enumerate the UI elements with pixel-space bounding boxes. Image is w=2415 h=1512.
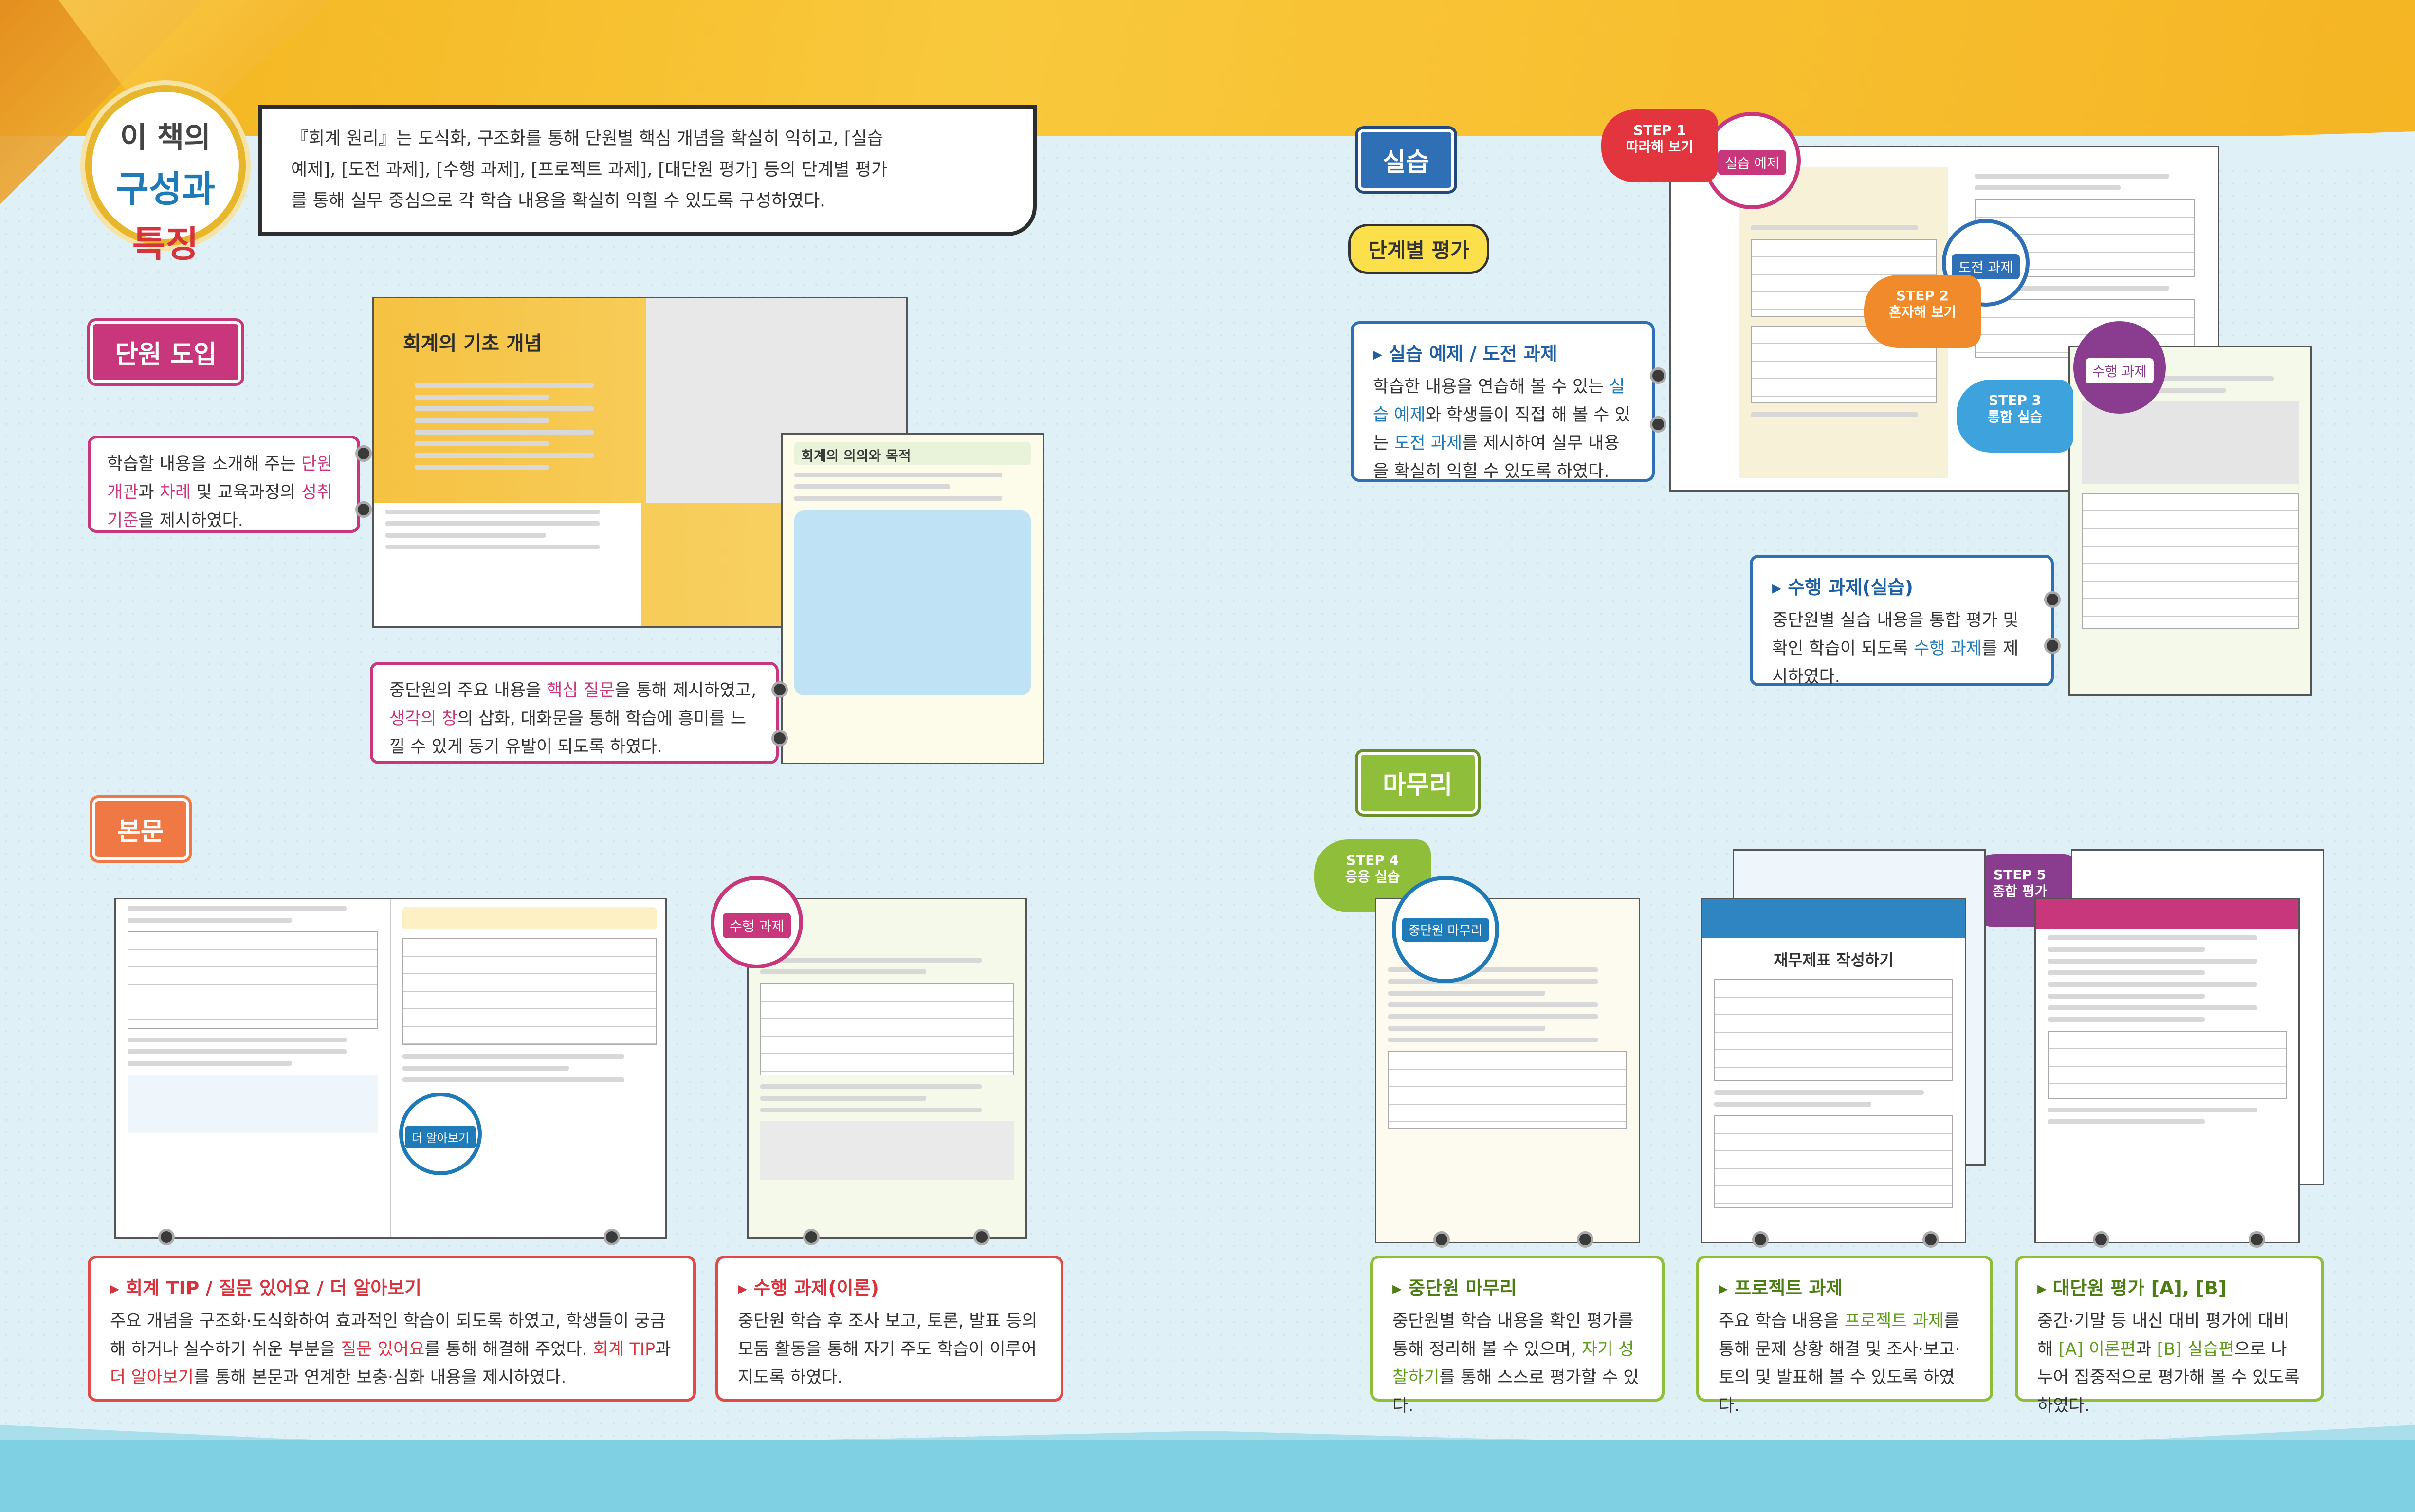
binder-ring (771, 730, 788, 747)
finish-desc-1: ▸ 중단원 마무리 중단원별 학습 내용을 확인 평가를 통해 정리해 볼 수 … (1370, 1256, 1665, 1416)
section-label-unit-intro: 단원 도입 (90, 321, 242, 383)
body-desc-1: ▸ 회계 TIP / 질문 있어요 / 더 알아보기 주요 개념을 구조화·도식… (88, 1256, 696, 1402)
binder-ring (1577, 1231, 1593, 1248)
intro-line: 예제], [도전 과제], [수행 과제], [프로젝트 과제], [대단원 평… (291, 160, 888, 180)
binder-ring (2093, 1231, 2109, 1248)
section-label-practice: 실습 (1358, 129, 1454, 191)
binder-ring (355, 445, 372, 462)
intro-box: 『회계 원리』는 도식화, 구조화를 통해 단원별 핵심 개념을 확실히 익히고… (258, 105, 1037, 236)
finish-desc-2: ▸ 프로젝트 과제 주요 학습 내용을 프로젝트 과제를 통해 문제 상황 해결… (1696, 1256, 1993, 1416)
binder-ring (1650, 367, 1666, 384)
binder-ring (604, 1229, 620, 1245)
title-line-1: 이 책의 (120, 121, 211, 155)
illustration-placeholder (794, 510, 1031, 695)
binder-ring (1650, 416, 1666, 433)
practice-example-badge: 실습 예제 (1703, 112, 1801, 209)
task-practice-badge: 수행 과제 (2073, 321, 2166, 414)
section-label-body: 본문 (92, 798, 189, 860)
binder-ring (158, 1229, 175, 1245)
title-circle: 이 책의 구성과 특징 (85, 85, 246, 265)
binder-ring (973, 1229, 990, 1245)
unit-intro-page: 회계의 의의와 목적 (781, 433, 1044, 764)
title-line-2: 구성과 (115, 168, 216, 210)
bottom-band (0, 1440, 2415, 1512)
section-label-finish: 마무리 (1358, 752, 1478, 814)
binder-ring (1752, 1231, 1769, 1248)
binder-ring (2249, 1231, 2265, 1248)
binder-ring (2044, 638, 2061, 654)
intro-line: 를 통해 실무 중심으로 각 학습 내용을 확실히 익힐 수 있도록 구성하였다… (291, 191, 825, 211)
body-spread (114, 898, 667, 1239)
thumb-unit-title: 회계의 기초 개념 (403, 332, 542, 355)
task-badge: 수행 과제 (711, 876, 803, 968)
body-task-page (747, 898, 1027, 1239)
binder-ring (771, 681, 788, 698)
unit-intro-desc-2: 중단원의 주요 내용을 핵심 질문을 통해 제시하였고, 생각의 창의 삽화, … (370, 662, 779, 764)
practice-desc-1: ▸ 실습 예제 / 도전 과제 학습한 내용을 연습해 볼 수 있는 실습 예제… (1351, 321, 1655, 482)
binder-ring (2044, 591, 2061, 608)
binder-ring (1433, 1231, 1450, 1248)
binder-ring (355, 501, 372, 518)
practice-desc-2: ▸ 수행 과제(실습) 중단원별 실습 내용을 통합 평가 및 확인 학습이 되… (1750, 555, 2054, 687)
mid-unit-badge: 중단원 마무리 (1392, 876, 1499, 983)
intro-line: 『회계 원리』는 도식화, 구조화를 통해 단원별 핵심 개념을 확실히 익히고… (291, 128, 883, 148)
thumb-section-title: 회계의 의의와 목적 (794, 442, 1031, 465)
project-title: 재무제표 작성하기 (1774, 951, 1894, 969)
unit-intro-desc-1: 학습할 내용을 소개해 주는 단원 개관과 차례 및 교육과정의 성취 기준을 … (88, 436, 360, 533)
challenge-badge: 도전 과제 (1942, 219, 2030, 307)
title-line-3: 특징 (132, 223, 199, 265)
binder-ring (803, 1229, 820, 1245)
project-page: 재무제표 작성하기 (1701, 898, 1966, 1243)
binder-ring (1922, 1231, 1939, 1248)
finish-desc-3: ▸ 대단원 평가 [A], [B] 중간·기말 등 내신 대비 평가에 대비해 … (2015, 1256, 2324, 1416)
more-info-badge: 더 알아보기 (399, 1093, 482, 1175)
unit-eval-page (2034, 898, 2300, 1243)
body-desc-2: ▸ 수행 과제(이론) 중단원 학습 후 조사 보고, 토론, 발표 등의 모둠… (715, 1256, 1063, 1402)
section-sublabel-stepwise: 단계별 평가 (1348, 224, 1489, 274)
